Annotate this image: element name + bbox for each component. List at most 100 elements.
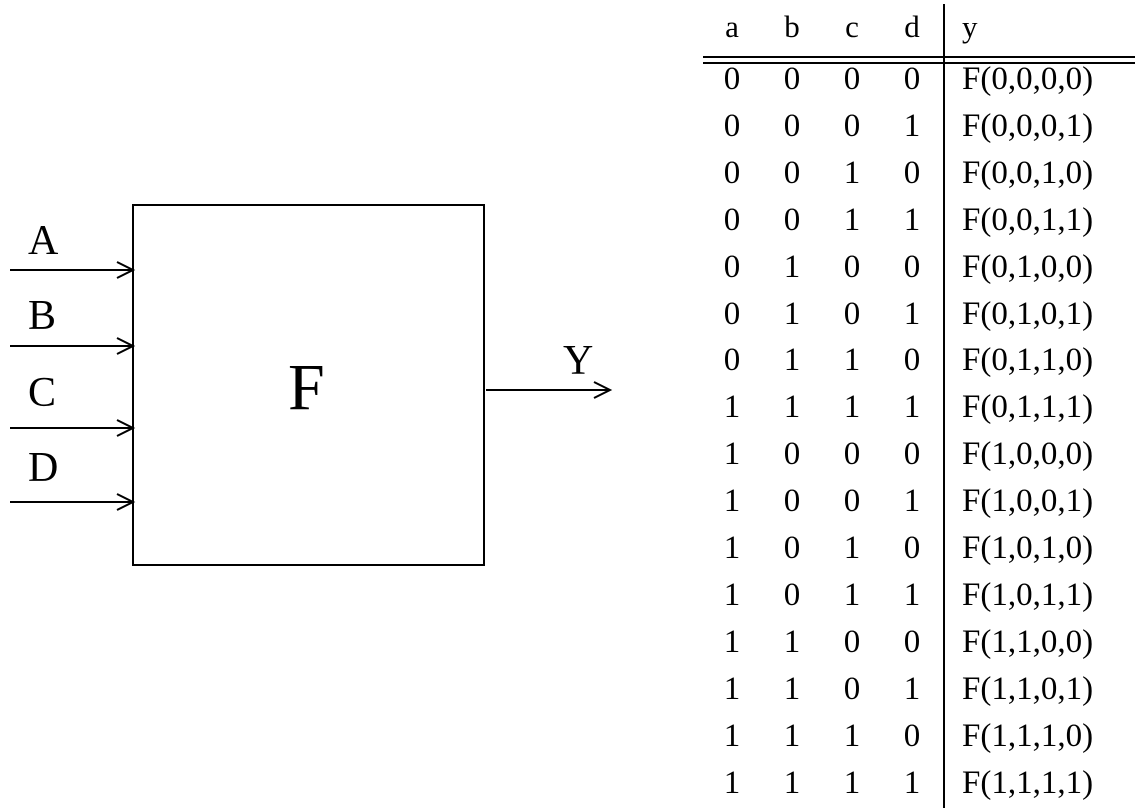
block-diagram: [10, 204, 613, 566]
cell-b: 0: [783, 576, 801, 613]
input-arrow-b: [10, 337, 136, 355]
cell-a: 0: [723, 107, 741, 144]
cell-c: 0: [843, 623, 861, 660]
cell-b: 0: [783, 530, 801, 566]
cell-b: 0: [783, 201, 801, 238]
cell-a: 1: [723, 436, 741, 473]
cell-d: 1: [903, 389, 921, 426]
cell-c: 0: [843, 248, 861, 285]
function-block: [132, 204, 485, 566]
header-a: a: [725, 9, 739, 44]
cell-a: 1: [723, 530, 741, 566]
input-label-b: B: [28, 293, 57, 339]
input-arrow-d: [10, 493, 136, 511]
cell-d: 0: [903, 623, 921, 660]
cell-y: F(0,0,1,1): [962, 201, 1094, 238]
cell-a: 0: [723, 201, 741, 238]
table-row: 0 0 1 1 F(0,0,1,1): [700, 197, 1143, 243]
cell-a: 0: [723, 154, 741, 191]
cell-y: F(1,0,1,1): [962, 576, 1094, 613]
cell-y: F(0,1,1,0): [962, 342, 1094, 379]
cell-y: F(0,1,0,0): [962, 248, 1094, 285]
cell-d: 1: [903, 764, 921, 801]
table-header-rule-bottom: [703, 62, 1135, 64]
cell-a: 1: [723, 576, 741, 613]
cell-y: F(0,1,0,1): [962, 295, 1094, 332]
input-arrow-c: [10, 419, 136, 437]
cell-b: 0: [783, 436, 801, 473]
cell-y: F(1,1,1,1): [962, 764, 1094, 801]
cell-a: 1: [723, 670, 741, 707]
cell-d: 1: [903, 483, 921, 520]
cell-d: 1: [903, 201, 921, 238]
cell-d: 0: [903, 530, 921, 566]
cell-d: 0: [903, 342, 921, 379]
input-label-a: A: [28, 218, 59, 264]
table-row: 0 1 0 0 F(0,1,0,0): [700, 244, 1143, 290]
cell-b: 0: [783, 483, 801, 520]
cell-y: F(1,1,1,0): [962, 717, 1094, 754]
cell-a: 1: [723, 389, 741, 426]
table-header-rule-top: [703, 56, 1135, 58]
cell-c: 0: [843, 107, 861, 144]
cell-a: 0: [723, 61, 741, 97]
cell-d: 1: [903, 670, 921, 707]
output-label-y: Y: [563, 338, 594, 384]
cell-b: 1: [783, 389, 801, 426]
header-y: y: [962, 9, 978, 44]
cell-y: F(0,0,0,0): [962, 61, 1094, 97]
output-arrow-y: [486, 381, 613, 399]
input-label-d: D: [28, 445, 59, 491]
cell-b: 1: [783, 248, 801, 285]
cell-b: 1: [783, 670, 801, 707]
cell-y: F(0,1,1,1): [962, 389, 1094, 426]
cell-c: 1: [843, 154, 861, 191]
cell-b: 1: [783, 623, 801, 660]
cell-d: 1: [903, 107, 921, 144]
cell-d: 0: [903, 248, 921, 285]
cell-c: 0: [843, 295, 861, 332]
cell-b: 0: [783, 61, 801, 97]
cell-c: 1: [843, 201, 861, 238]
cell-d: 0: [903, 61, 921, 97]
cell-a: 0: [723, 342, 741, 379]
header-d: d: [904, 9, 920, 44]
cell-b: 1: [783, 342, 801, 379]
cell-b: 1: [783, 295, 801, 332]
cell-d: 0: [903, 154, 921, 191]
cell-c: 1: [843, 576, 861, 613]
cell-b: 1: [783, 764, 801, 801]
table-row: 1 1 0 0 F(1,1,0,0): [700, 619, 1143, 665]
header-c: c: [845, 9, 859, 44]
cell-c: 1: [843, 530, 861, 566]
cell-y: F(1,1,0,0): [962, 623, 1094, 660]
cell-a: 1: [723, 717, 741, 754]
cell-a: 0: [723, 248, 741, 285]
cell-d: 0: [903, 717, 921, 754]
cell-c: 0: [843, 436, 861, 473]
cell-a: 0: [723, 295, 741, 332]
cell-d: 1: [903, 576, 921, 613]
header-b: b: [784, 9, 800, 44]
cell-c: 0: [843, 61, 861, 97]
cell-y: F(1,0,0,0): [962, 436, 1094, 473]
cell-d: 0: [903, 436, 921, 473]
cell-c: 0: [843, 670, 861, 707]
cell-c: 1: [843, 389, 861, 426]
cell-a: 1: [723, 623, 741, 660]
cell-b: 1: [783, 717, 801, 754]
table-row: 1 0 0 0 F(1,0,0,0): [700, 431, 1143, 477]
cell-a: 1: [723, 483, 741, 520]
cell-b: 0: [783, 107, 801, 144]
table-column-divider: [943, 4, 945, 808]
table-row: 1 1 1 1 F(0,1,1,1): [700, 384, 1143, 430]
